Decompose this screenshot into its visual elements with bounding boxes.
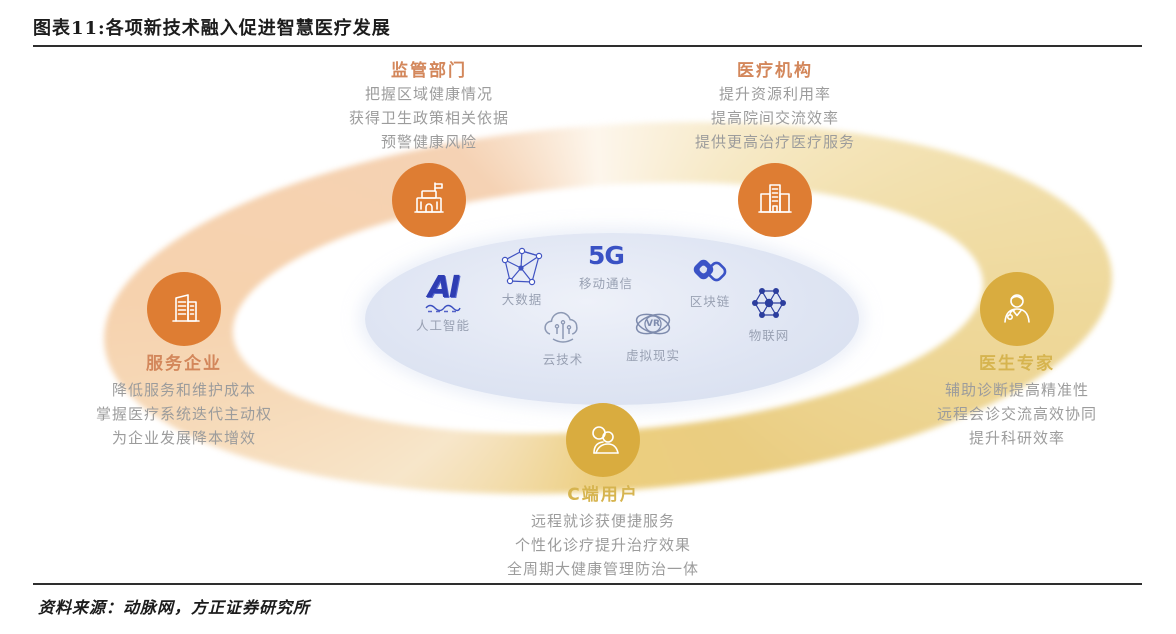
stakeholder-c-end-user: C端用户 远程就诊获便捷服务 个性化诊疗提升治疗效果 全周期大健康管理防治一体: [443, 403, 763, 581]
vr-icon: VR: [629, 305, 677, 343]
users-icon: [566, 403, 640, 477]
5g-icon: 5G: [588, 241, 625, 270]
stakeholder-name: 医疗机构: [737, 61, 813, 81]
doctor-icon: [980, 272, 1054, 346]
stakeholder-doctor-expert: 医生专家 辅助诊断提高精准性 远程会诊交流高效协同 提升科研效率: [877, 272, 1157, 450]
tech-label: 物联网: [748, 328, 790, 343]
tech-cloud: 云技术: [521, 307, 605, 368]
tech-label: 大数据: [501, 292, 543, 307]
tech-internet-of-things: 物联网: [727, 283, 811, 344]
tech-label: 移动通信: [578, 276, 633, 291]
figure-source: 资料来源：动脉网，方正证券研究所: [38, 598, 311, 617]
tech-virtual-reality: VR 虚拟现实: [611, 305, 695, 364]
title-divider: [33, 45, 1142, 47]
cloud-icon: [544, 311, 578, 343]
office-buildings-icon: [147, 272, 221, 346]
stakeholder-hospital: 医疗机构 提升资源利用率 提高院间交流效率 提供更高治疗医疗服务: [635, 60, 915, 237]
tech-label: 虚拟现实: [625, 348, 680, 363]
hospital-building-icon: [738, 163, 812, 237]
stakeholder-name: 服务企业: [146, 354, 222, 374]
tech-artificial-intelligence: AI 人工智能: [401, 273, 485, 334]
source-divider: [33, 583, 1142, 585]
figure-title: 图表11:各项新技术融入促进智慧医疗发展: [33, 18, 391, 39]
stakeholder-service-enterprise: 服务企业 降低服务和维护成本 掌握医疗系统迭代主动权 为企业发展降本增效: [49, 272, 319, 450]
tech-5g-mobile: 5G 移动通信: [564, 241, 648, 292]
tech-blockchain: 区块链: [668, 253, 752, 310]
blockchain-icon: [693, 259, 727, 282]
ai-icon: AI: [424, 273, 462, 313]
stakeholder-regulator: 监管部门 把握区域健康情况 获得卫生政策相关依据 预警健康风险: [299, 60, 559, 237]
stakeholder-name: 监管部门: [391, 61, 467, 81]
tech-big-data: 大数据: [480, 247, 564, 308]
stakeholder-name: 医生专家: [979, 354, 1055, 374]
big-data-icon: [501, 247, 543, 286]
government-building-icon: [392, 163, 466, 237]
tech-label: 云技术: [542, 352, 584, 367]
tech-label: 人工智能: [415, 318, 470, 333]
tech-label: 区块链: [689, 294, 731, 309]
technology-core-ellipse: AI 人工智能 大数据 5G 移动通信: [365, 233, 859, 405]
iot-icon: [752, 288, 786, 318]
stakeholder-name: C端用户: [567, 485, 639, 505]
